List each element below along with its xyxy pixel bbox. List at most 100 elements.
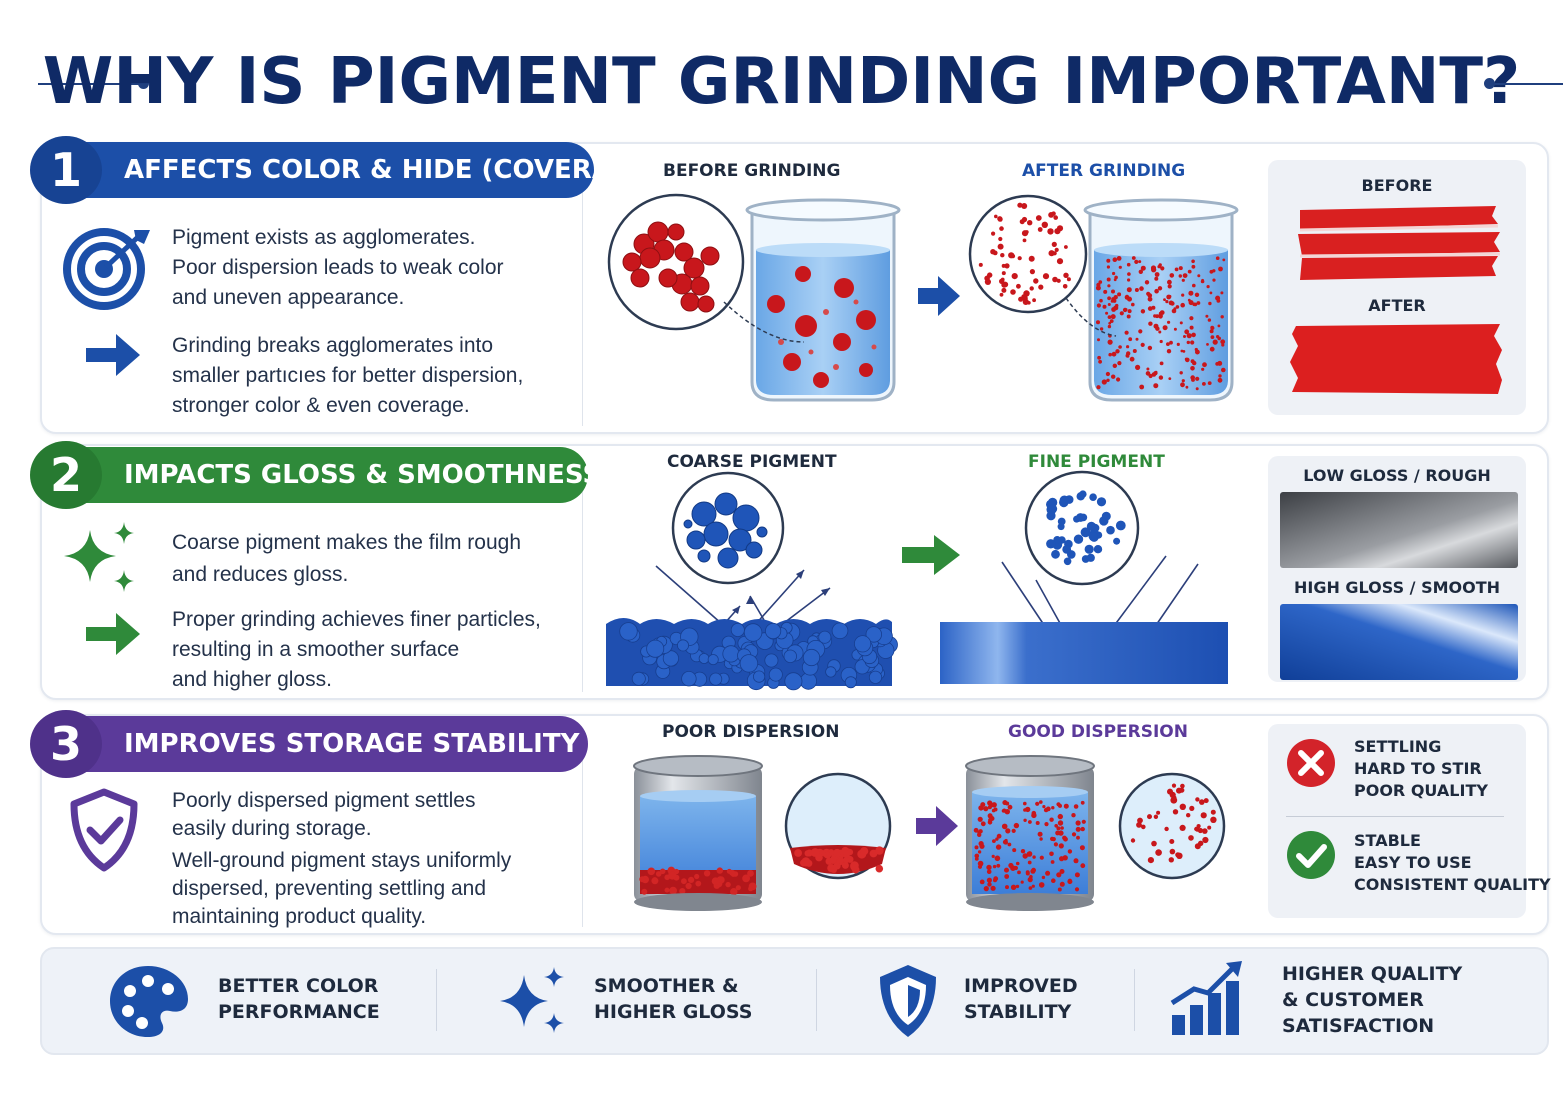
pigment-particle <box>668 871 677 880</box>
pigment-particle <box>1209 291 1213 295</box>
pigment-particle <box>1111 351 1117 357</box>
pigment-particle <box>1211 326 1215 330</box>
pigment-particle <box>1217 360 1223 366</box>
title-rule-left <box>38 83 142 85</box>
pigment-particle <box>1030 868 1036 874</box>
pigment-particle <box>1073 858 1079 864</box>
pigment-particle <box>1167 788 1173 795</box>
status-line: STABLE <box>1354 831 1421 850</box>
pigment-particle <box>1169 273 1175 278</box>
pigment-particle <box>868 670 883 684</box>
poor-dispersion-label: POOR DISPERSION <box>662 722 840 742</box>
pigment-particle <box>1057 517 1066 526</box>
dispersed-can-illustration <box>965 755 1226 911</box>
growth-chart-icon <box>1170 961 1242 1035</box>
bullet-line: Poorly dispersed pigment settles <box>172 789 476 812</box>
stability-status-card: SETTLING HARD TO STIR POOR QUALITY STABL… <box>1268 724 1551 918</box>
pigment-particle <box>1195 349 1200 355</box>
pigment-particle <box>1124 308 1128 311</box>
pigment-particle <box>1215 256 1220 260</box>
pigment-particle <box>1178 266 1183 271</box>
pigment-particle <box>651 877 659 885</box>
pigment-particle <box>1023 808 1027 812</box>
rough-finish-swatch <box>1280 492 1518 568</box>
pigment-particle <box>1013 865 1018 871</box>
pigment-particle <box>1115 520 1126 531</box>
pigment-particle <box>641 888 648 895</box>
pigment-particle <box>1076 492 1085 501</box>
pigment-particle <box>1048 250 1055 257</box>
pigment-particle <box>716 867 723 874</box>
benefit-separator <box>816 969 817 1031</box>
pigment-particle <box>1013 822 1020 829</box>
bullet-line: maintaining product quality. <box>172 905 427 928</box>
pigment-particle <box>977 850 982 854</box>
pigment-particle <box>1105 371 1110 377</box>
pigment-particle <box>1179 321 1183 325</box>
pigment-particle <box>1184 329 1190 335</box>
good-dispersion-label: GOOD DISPERSION <box>1008 722 1188 742</box>
swatch-after-label: AFTER <box>1368 296 1426 315</box>
pigment-particle <box>1101 379 1107 385</box>
pigment-particle <box>998 236 1003 242</box>
pigment-particle <box>1146 367 1150 371</box>
pigment-particle <box>1073 804 1079 809</box>
pigment-particle <box>1158 314 1163 319</box>
pigment-particle <box>1131 256 1136 260</box>
benefit-label: HIGHER QUALITY & CUSTOMER SATISFACTION <box>1282 963 1463 1037</box>
pigment-particle <box>1028 820 1032 824</box>
pigment-particle <box>850 862 858 871</box>
pigment-particle <box>1199 799 1205 805</box>
pigment-particle <box>1215 295 1221 301</box>
pigment-particle <box>1004 838 1008 843</box>
section-2-banner: 2 IMPACTS GLOSS & SMOOTHNESS <box>30 441 601 509</box>
pigment-particle <box>1168 300 1174 306</box>
pigment-particle <box>992 839 996 843</box>
pigment-particle <box>1117 361 1122 366</box>
pigment-particle <box>1053 842 1058 847</box>
pigment-particle <box>1101 511 1111 521</box>
pigment-particle <box>1062 545 1072 554</box>
pigment-particle <box>1000 253 1005 258</box>
arrow-right-icon <box>86 613 140 655</box>
pigment-particle <box>1153 383 1159 389</box>
coarse-pigment-label: COARSE PIGMENT <box>667 452 837 472</box>
pigment-particle <box>980 821 986 827</box>
pigment-particle <box>725 881 731 888</box>
pigment-particle <box>978 829 983 834</box>
pigment-particle <box>747 870 754 877</box>
bullet-line: resulting in a smoother surface <box>172 638 460 661</box>
pigment-particle <box>1059 856 1065 862</box>
bullet-line: and uneven appearance. <box>172 286 405 309</box>
gloss-comparison-card: LOW GLOSS / ROUGH HIGH GLOSS / SMOOTH <box>1268 456 1526 682</box>
pigment-particle <box>824 851 832 859</box>
pigment-particle <box>1132 349 1137 353</box>
pigment-particle <box>1196 824 1201 829</box>
sparkle-icon <box>64 522 134 592</box>
pigment-particle <box>673 868 680 875</box>
pigment-particle <box>1179 803 1186 810</box>
pigment-particle <box>1016 283 1021 289</box>
pigment-particle <box>1048 504 1058 514</box>
fine-pigment-label: FINE PIGMENT <box>1028 452 1165 472</box>
pigment-particle <box>1197 827 1203 834</box>
pigment-particle <box>1141 824 1146 830</box>
pigment-particle <box>1107 324 1112 329</box>
pigment-particle <box>1046 511 1056 521</box>
pigment-particle <box>1221 343 1225 347</box>
pigment-particle <box>1106 277 1111 282</box>
pigment-particle <box>1004 874 1010 879</box>
benefits-bar: BETTER COLOR PERFORMANCE SMOOTHER & HIGH… <box>40 947 1549 1055</box>
pigment-particle <box>1154 272 1160 277</box>
pigment-particle <box>999 292 1004 297</box>
pigment-particle <box>639 876 646 883</box>
pigment-particle <box>1071 813 1076 818</box>
pigment-particle <box>1207 825 1212 830</box>
bullet-line: Pigment exists as agglomerates. <box>172 226 476 249</box>
pigment-particle <box>1031 812 1037 819</box>
pigment-particle <box>1108 352 1112 357</box>
bullet-line: stronger color & even coverage. <box>172 394 470 417</box>
pigment-particle <box>1079 513 1088 522</box>
pigment-particle <box>1017 202 1023 208</box>
pigment-particle <box>1191 332 1196 338</box>
